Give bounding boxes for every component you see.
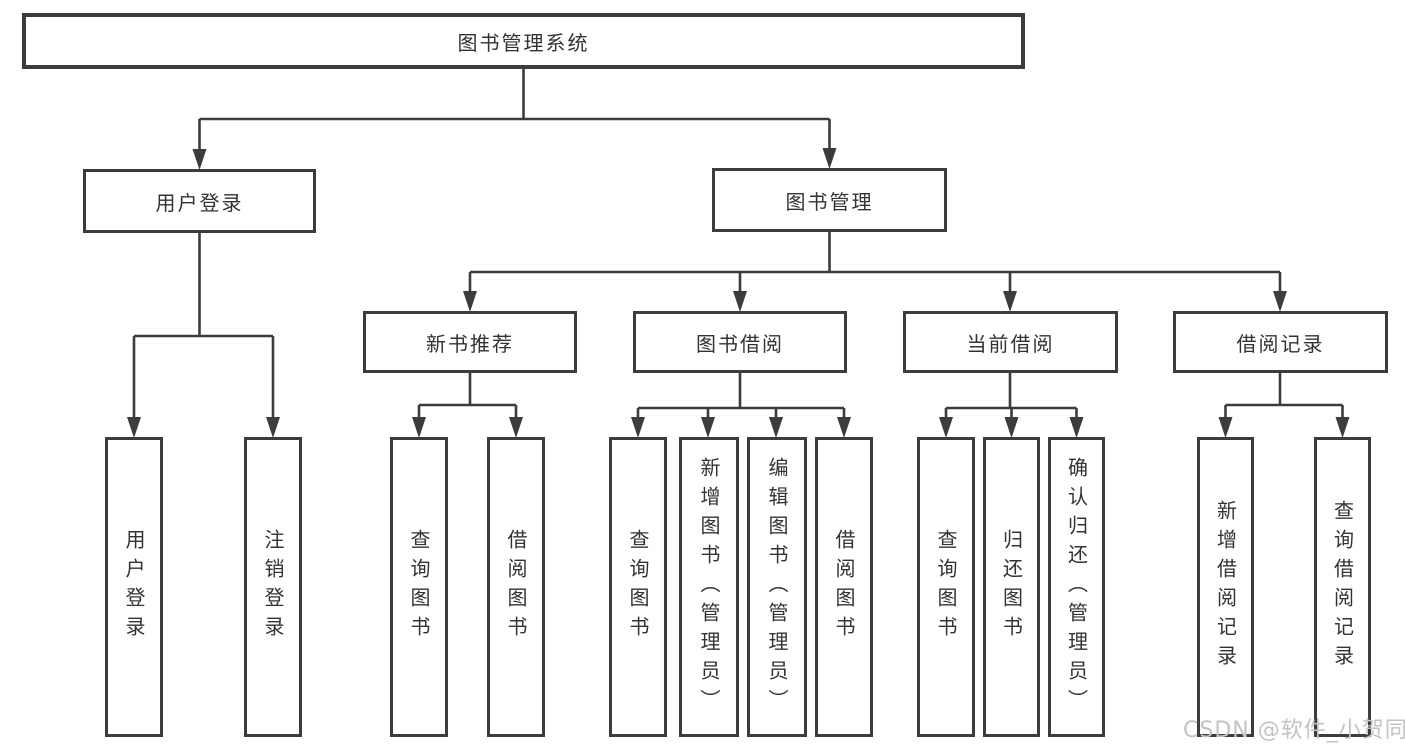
- leaf-query-book-recommend-label: 查询图书: [407, 529, 431, 645]
- node-book-borrow: 图书借阅: [633, 311, 847, 373]
- leaf-query-book-borrow: 查询图书: [609, 437, 667, 737]
- leaf-confirm-return-admin-label: 确认归还（管理员）: [1064, 456, 1089, 718]
- leaf-add-borrow-record: 新增借阅记录: [1197, 437, 1254, 737]
- leaf-query-book-recommend: 查询图书: [390, 437, 448, 737]
- leaf-query-borrow-record: 查询借阅记录: [1314, 437, 1371, 737]
- leaf-edit-book-admin-label: 编辑图书（管理员）: [765, 456, 789, 718]
- leaf-query-book-current-label: 查询图书: [934, 529, 958, 645]
- leaf-query-book-current: 查询图书: [917, 437, 975, 737]
- leaf-borrow-book-recommend-label: 借阅图书: [504, 529, 528, 645]
- node-borrow-records: 借阅记录: [1173, 311, 1388, 373]
- leaf-add-book-admin-label: 新增图书（管理员）: [697, 456, 721, 718]
- leaf-add-borrow-record-label: 新增借阅记录: [1213, 500, 1238, 674]
- leaf-confirm-return-admin: 确认归还（管理员）: [1048, 437, 1105, 737]
- leaf-query-book-borrow-label: 查询图书: [626, 529, 650, 645]
- node-book-management: 图书管理: [712, 168, 947, 232]
- leaf-return-book: 归还图书: [983, 437, 1040, 737]
- leaf-logout: 注销登录: [244, 437, 302, 737]
- leaf-query-borrow-record-label: 查询借阅记录: [1330, 500, 1355, 674]
- leaf-borrow-book: 借阅图书: [815, 437, 873, 737]
- leaf-return-book-label: 归还图书: [999, 529, 1024, 645]
- node-user-login: 用户登录: [83, 169, 316, 233]
- node-current-borrow: 当前借阅: [903, 311, 1118, 373]
- leaf-user-login-label: 用户登录: [122, 529, 146, 645]
- leaf-add-book-admin: 新增图书（管理员）: [679, 437, 739, 737]
- leaf-borrow-book-recommend: 借阅图书: [487, 437, 545, 737]
- leaf-edit-book-admin: 编辑图书（管理员）: [747, 437, 807, 737]
- leaf-borrow-book-label: 借阅图书: [832, 529, 856, 645]
- leaf-user-login: 用户登录: [105, 437, 163, 737]
- node-new-book-recommend: 新书推荐: [363, 311, 577, 373]
- watermark: CSDN @软件_小贺同学: [1183, 718, 1405, 743]
- leaf-logout-label: 注销登录: [261, 529, 285, 645]
- node-root-system: 图书管理系统: [22, 13, 1025, 69]
